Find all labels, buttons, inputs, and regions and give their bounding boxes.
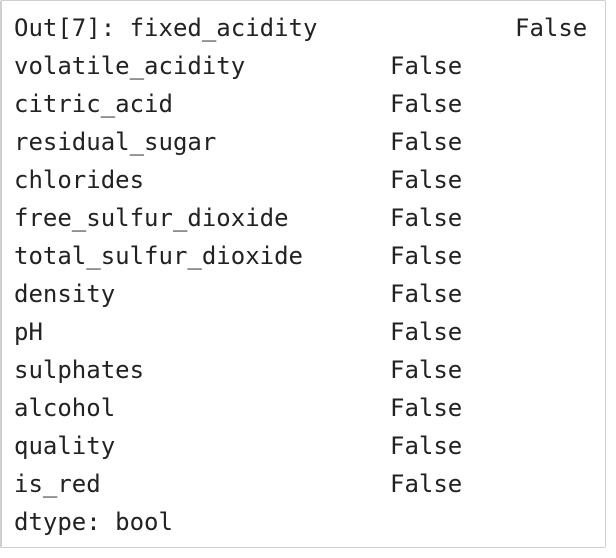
series-index-label: free_sulfur_dioxide	[14, 204, 289, 232]
series-index-label: residual_sugar	[14, 128, 217, 156]
notebook-output-cell: Out[7]: fixed_acidity False volatile_aci…	[0, 0, 606, 548]
series-dtype: dtype: bool	[14, 508, 173, 536]
series-value: False	[390, 394, 463, 422]
series-value: False	[390, 204, 463, 232]
series-value: False	[390, 90, 463, 118]
output-prompt: Out[7]:	[14, 14, 130, 42]
series-value: False	[390, 52, 463, 80]
series-index-label: quality	[14, 432, 116, 460]
series-value: False	[390, 470, 463, 498]
series-index-label: alcohol	[14, 394, 116, 422]
output-first-line: Out[7]: fixed_acidity	[14, 9, 317, 47]
series-value: False	[390, 318, 463, 346]
series-value: False	[390, 242, 463, 270]
series-value: False	[390, 280, 463, 308]
series-index-label: total_sulfur_dioxide	[14, 242, 303, 270]
series-value: False	[515, 14, 588, 42]
series-value: False	[390, 356, 463, 384]
series-index-label: chlorides	[14, 166, 145, 194]
series-index-label: is_red	[14, 470, 101, 498]
series-index-label: sulphates	[14, 356, 145, 384]
series-index-label: density	[14, 280, 116, 308]
series-value: False	[390, 432, 463, 460]
series-index-label: pH	[14, 318, 43, 346]
series-value: False	[390, 128, 463, 156]
series-index-label: volatile_acidity	[14, 52, 246, 80]
series-index-label: fixed_acidity	[129, 14, 318, 42]
series-value: False	[390, 166, 463, 194]
series-index-label: citric_acid	[14, 90, 173, 118]
